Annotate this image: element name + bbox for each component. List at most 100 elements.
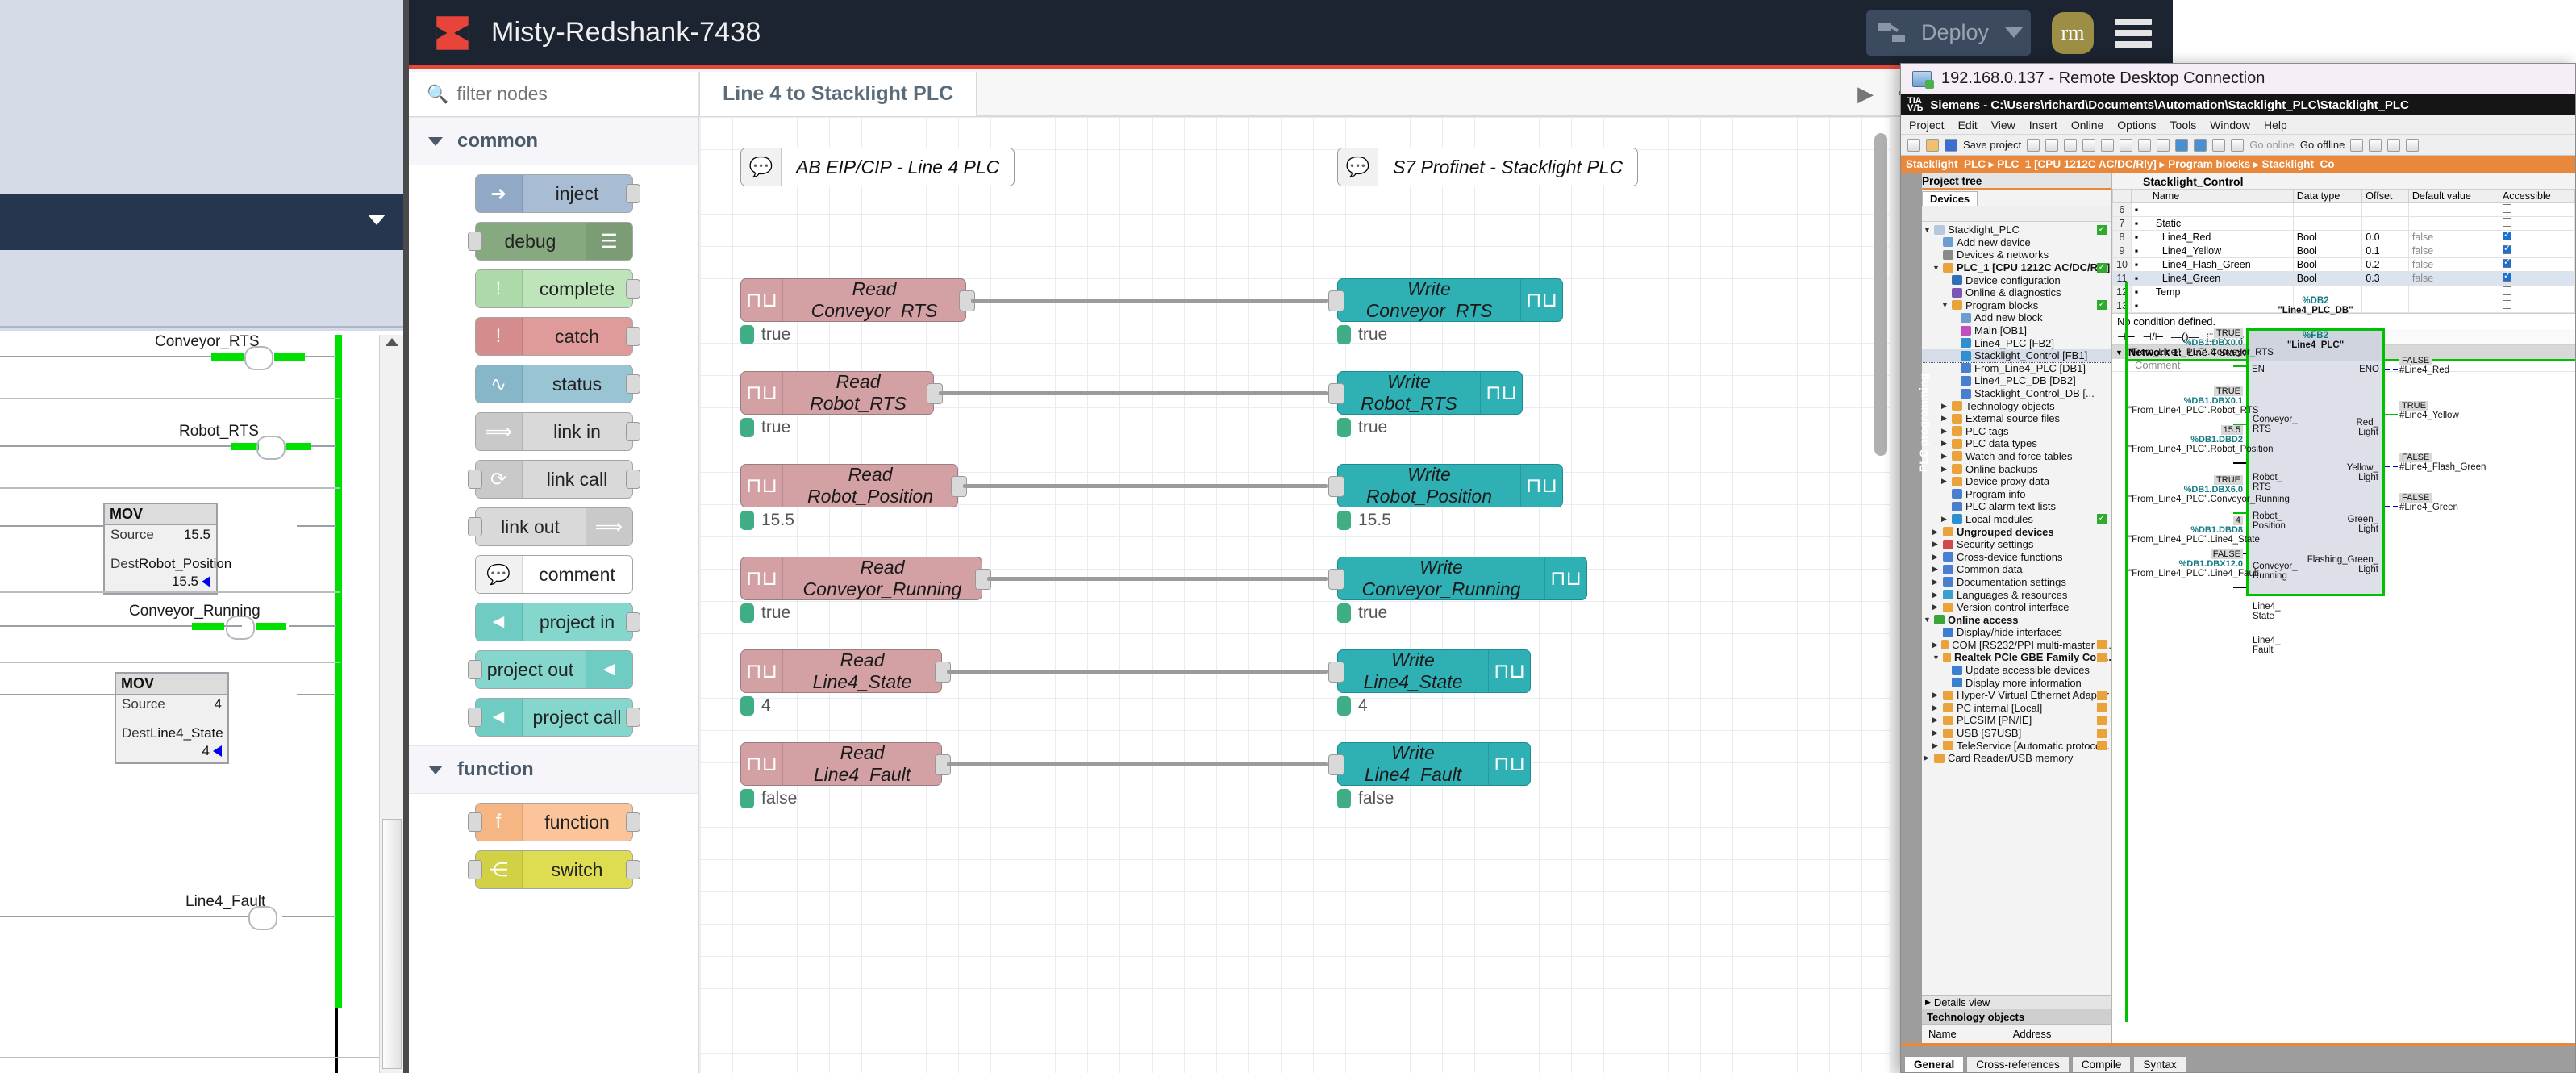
play-icon[interactable]: ▶ bbox=[1857, 81, 1874, 106]
palette-node-function[interactable]: ffunction bbox=[475, 803, 633, 841]
output-tag-Line4_Flash_Green[interactable]: FALSE#Line4_Flash_Green bbox=[2399, 453, 2528, 472]
menu-window[interactable]: Window bbox=[2210, 119, 2250, 132]
function-block[interactable]: %FB2 "Line4_PLC" EN ENO Conveyor_RTSRobo… bbox=[2246, 328, 2385, 596]
devices-tab[interactable]: Devices bbox=[1901, 190, 2111, 206]
chevron-down-icon[interactable] bbox=[368, 215, 386, 225]
output-tag-Line4_Red[interactable]: FALSE#Line4_Red bbox=[2399, 356, 2528, 375]
tree-item-18[interactable]: ▶Watch and force tables bbox=[1922, 450, 2111, 463]
output-port[interactable] bbox=[626, 612, 640, 632]
tree-item-27[interactable]: ▶Common data bbox=[1922, 563, 2111, 576]
download-icon[interactable] bbox=[2175, 139, 2188, 152]
menu-project[interactable]: Project bbox=[1909, 119, 1945, 132]
tree-arrow-icon[interactable]: ▼ bbox=[1924, 226, 1931, 234]
tree-arrow-icon[interactable]: ▶ bbox=[1941, 402, 1949, 411]
tree-item-31[interactable]: ▼Online access bbox=[1922, 613, 2111, 626]
flow-canvas[interactable]: 💬 AB EIP/CIP - Line 4 PLC 💬 S7 Profinet … bbox=[700, 117, 1890, 1073]
diagnostics-icon[interactable] bbox=[2350, 139, 2363, 152]
variable-default-value[interactable]: false bbox=[2408, 244, 2499, 258]
bottom-tab-compile[interactable]: Compile bbox=[2072, 1056, 2132, 1072]
bottom-tab-syntax[interactable]: Syntax bbox=[2133, 1056, 2186, 1072]
tree-item-20[interactable]: ▶Device proxy data bbox=[1922, 475, 2111, 488]
input-tag-Conveyor_Running[interactable]: TRUE%DB1.DBX6.0"From_Line4_PLC".Conveyor… bbox=[2128, 475, 2243, 504]
cut-icon[interactable] bbox=[2045, 139, 2058, 152]
read-node[interactable]: ⊓⊔Read Conveyor_RTS bbox=[740, 278, 966, 322]
palette-node-complete[interactable]: !complete bbox=[475, 269, 633, 308]
tree-item-16[interactable]: ▶PLC tags bbox=[1922, 425, 2111, 438]
input-port[interactable] bbox=[1328, 383, 1344, 404]
tree-item-10[interactable]: Stacklight_Control [FB1] bbox=[1922, 349, 2111, 362]
output-coil[interactable] bbox=[256, 436, 286, 457]
new-project-icon[interactable] bbox=[1907, 139, 1920, 152]
variable-data-type[interactable] bbox=[2293, 203, 2361, 217]
comment-node[interactable]: 💬 S7 Profinet - Stacklight PLC bbox=[1337, 148, 1638, 186]
chevron-right-icon[interactable]: ▶ bbox=[1925, 998, 1931, 1007]
tree-item-2[interactable]: Devices & networks bbox=[1922, 248, 2111, 261]
output-coil[interactable] bbox=[226, 616, 255, 637]
variable-data-type[interactable]: Bool bbox=[2293, 258, 2361, 272]
palette-node-catch[interactable]: !catch bbox=[475, 317, 633, 356]
tree-item-29[interactable]: ▶Languages & resources bbox=[1922, 588, 2111, 601]
input-port[interactable] bbox=[1328, 754, 1344, 775]
input-port[interactable] bbox=[1328, 476, 1344, 497]
variable-name[interactable]: Line4_Red bbox=[2149, 231, 2293, 244]
write-node[interactable]: Write Robot_RTS⊓⊔ bbox=[1337, 371, 1523, 415]
checkbox[interactable] bbox=[2503, 259, 2511, 268]
menu-tools[interactable]: Tools bbox=[2170, 119, 2197, 132]
mov-instruction-block[interactable]: MOV Source 15.5 Dest Robot_Position 15.5 bbox=[103, 503, 218, 595]
tree-arrow-icon[interactable]: ▶ bbox=[1932, 603, 1940, 612]
variable-name[interactable]: Static bbox=[2149, 217, 2293, 231]
delete-icon[interactable] bbox=[2101, 139, 2114, 152]
palette-node-link-out[interactable]: link out⟹ bbox=[475, 507, 633, 546]
variable-data-type[interactable] bbox=[2293, 217, 2361, 231]
column-offset[interactable]: Offset bbox=[2362, 190, 2409, 203]
tree-item-25[interactable]: ▶Security settings bbox=[1922, 538, 2111, 551]
input-tag-Line4_Fault[interactable]: FALSE%DB1.DBX12.0"From_Line4_PLC".Line4_… bbox=[2128, 549, 2243, 578]
tree-item-5[interactable]: Online & diagnostics bbox=[1922, 286, 2111, 299]
ladder-toolbar-dark[interactable] bbox=[0, 194, 403, 250]
write-node[interactable]: Write Conveyor_Running⊓⊔ bbox=[1337, 557, 1587, 600]
read-node[interactable]: ⊓⊔Read Conveyor_Running bbox=[740, 557, 982, 600]
scroll-up-icon[interactable] bbox=[386, 338, 398, 346]
output-port[interactable] bbox=[626, 708, 640, 727]
tree-item-8[interactable]: Main [OB1] bbox=[1922, 324, 2111, 337]
palette-category-common[interactable]: common bbox=[409, 117, 698, 165]
table-row[interactable]: 6▪ bbox=[2113, 203, 2575, 217]
tree-arrow-icon[interactable]: ▶ bbox=[1941, 515, 1949, 524]
read-node[interactable]: ⊓⊔Read Line4_Fault bbox=[740, 742, 942, 786]
tree-item-32[interactable]: Display/hide interfaces bbox=[1922, 626, 2111, 639]
variable-default-value[interactable] bbox=[2408, 203, 2499, 217]
column-default-value[interactable]: Default value bbox=[2408, 190, 2499, 203]
tree-item-26[interactable]: ▶Cross-device functions bbox=[1922, 550, 2111, 563]
output-tag-Line4_Green[interactable]: FALSE#Line4_Green bbox=[2399, 493, 2528, 512]
tree-arrow-icon[interactable]: ▶ bbox=[1932, 540, 1940, 549]
palette-node-project-call[interactable]: ◄project call bbox=[475, 698, 633, 737]
variable-accessible[interactable] bbox=[2499, 203, 2574, 217]
tree-item-28[interactable]: ▶Documentation settings bbox=[1922, 576, 2111, 589]
tree-item-24[interactable]: ▶Ungrouped devices bbox=[1922, 525, 2111, 538]
output-coil[interactable] bbox=[244, 346, 273, 367]
tree-item-7[interactable]: Add new block bbox=[1922, 311, 2111, 324]
plc-programming-sidebar[interactable]: PLC programming bbox=[1901, 173, 1922, 1043]
tree-item-13[interactable]: Stacklight_Control_DB [... bbox=[1922, 387, 2111, 400]
input-port[interactable] bbox=[468, 517, 482, 536]
paste-icon[interactable] bbox=[2082, 139, 2095, 152]
tree-item-38[interactable]: ▶PC internal [Local] bbox=[1922, 702, 2111, 715]
scrollbar-thumb[interactable] bbox=[382, 819, 402, 1069]
variable-name[interactable]: Line4_Yellow bbox=[2149, 244, 2293, 258]
input-port[interactable] bbox=[468, 860, 482, 879]
variable-accessible[interactable] bbox=[2499, 231, 2574, 244]
tree-item-11[interactable]: From_Line4_PLC [DB1] bbox=[1922, 362, 2111, 375]
input-port[interactable] bbox=[468, 232, 482, 251]
tree-item-35[interactable]: Update accessible devices bbox=[1922, 664, 2111, 677]
input-tag-Robot_RTS[interactable]: TRUE%DB1.DBX0.1"From_Line4_PLC".Robot_RT… bbox=[2128, 386, 2243, 415]
tree-item-12[interactable]: Line4_PLC_DB [DB2] bbox=[1922, 374, 2111, 387]
tia-toolbar[interactable]: Save project Go online Go offline bbox=[1901, 135, 2575, 156]
menu-view[interactable]: View bbox=[1991, 119, 2015, 132]
variable-name[interactable] bbox=[2149, 203, 2293, 217]
tree-arrow-icon[interactable]: ▶ bbox=[1932, 641, 1938, 649]
input-port[interactable] bbox=[468, 660, 482, 679]
output-port[interactable] bbox=[626, 470, 640, 489]
ladder-canvas[interactable]: Conveyor_RTS Robot_RTS MOV Source 15.5 D… bbox=[0, 335, 403, 1073]
tree-arrow-icon[interactable]: ▼ bbox=[1941, 301, 1949, 309]
tree-item-33[interactable]: ▶COM [RS232/PPI multi-master c... bbox=[1922, 639, 2111, 652]
